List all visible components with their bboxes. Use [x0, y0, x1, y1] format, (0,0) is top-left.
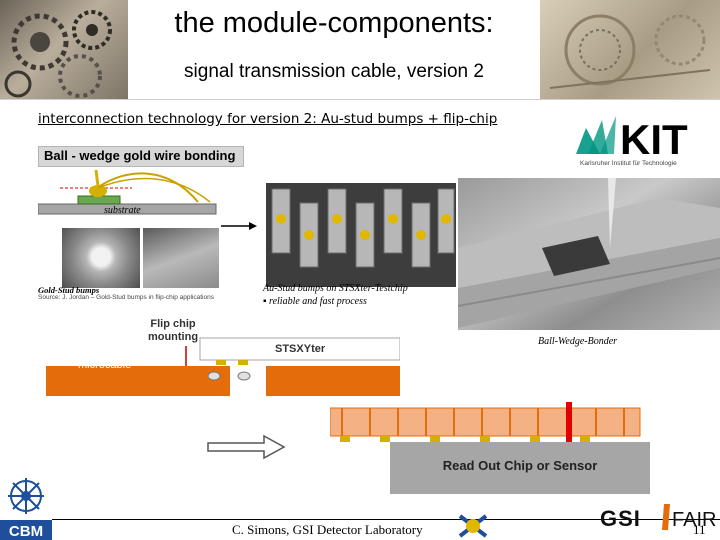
testchip-bullet-text: reliable and fast process [269, 296, 367, 307]
bonder-caption: Ball-Wedge-Bonder [538, 336, 618, 347]
clockwork-image [549, 14, 711, 89]
wire-bonding-diagram [38, 169, 217, 215]
kit-subtitle: Karlsruher Institut für Technologie [580, 160, 677, 167]
testchip-photo [266, 183, 456, 287]
page-title: the module-components: [174, 7, 494, 39]
bonder-photo [458, 178, 720, 330]
cbm-logo-text: CBM [9, 523, 43, 540]
intro-heading: interconnection technology for version 2… [38, 111, 498, 127]
header-right-collage [540, 0, 720, 100]
page-subtitle: signal transmission cable, version 2 [184, 61, 484, 82]
header-divider [0, 99, 720, 100]
footer-divider [52, 519, 720, 520]
source-label: Source: J. Jordan – Gold-Stud bumps in f… [38, 294, 214, 301]
flip-chip-label: Flip chip mounting [147, 318, 199, 343]
gsi-logo-text: GSI [600, 506, 641, 531]
stud-bump-array-photo [143, 228, 219, 288]
stsxyter-chip-label: STSXYter [275, 343, 326, 355]
testchip-pads-image [271, 188, 455, 268]
gsi-emblem-icon [458, 514, 488, 538]
bonding-title-box [38, 146, 244, 167]
bonding-title: Ball - wedge gold wire bonding [44, 148, 236, 163]
readout-stack-diagram [330, 402, 650, 494]
header-left-collage [0, 0, 128, 100]
testchip-caption: Au-Stud bumps on STSXter-Testchip [263, 283, 408, 294]
gears-image [4, 10, 112, 98]
kit-logo-text: KIT [620, 116, 688, 163]
microcable-label: microcable [78, 359, 132, 371]
right-arrow-icon [221, 222, 257, 230]
readout-chip-label: Read Out Chip or Sensor [442, 458, 598, 473]
bonder-machine-image [458, 178, 720, 328]
flip-chip-diagram [46, 337, 400, 396]
gsi-fair-logo: GSI FAIR [600, 504, 716, 531]
stud-bump-photo [62, 228, 140, 288]
substrate-label: substrate [104, 205, 141, 216]
footer-text: C. Simons, GSI Detector Laboratory [232, 522, 423, 537]
kit-logo: KIT [576, 116, 688, 163]
testchip-bullet: ▪ reliable and fast process [263, 296, 367, 307]
gold-stud-label: Gold-Stud bumps [38, 285, 100, 295]
page-number: 11 [693, 522, 706, 537]
cbm-logo: CBM [0, 478, 52, 540]
fair-logo-text: FAIR [672, 509, 716, 531]
outline-arrow-icon [207, 434, 286, 460]
